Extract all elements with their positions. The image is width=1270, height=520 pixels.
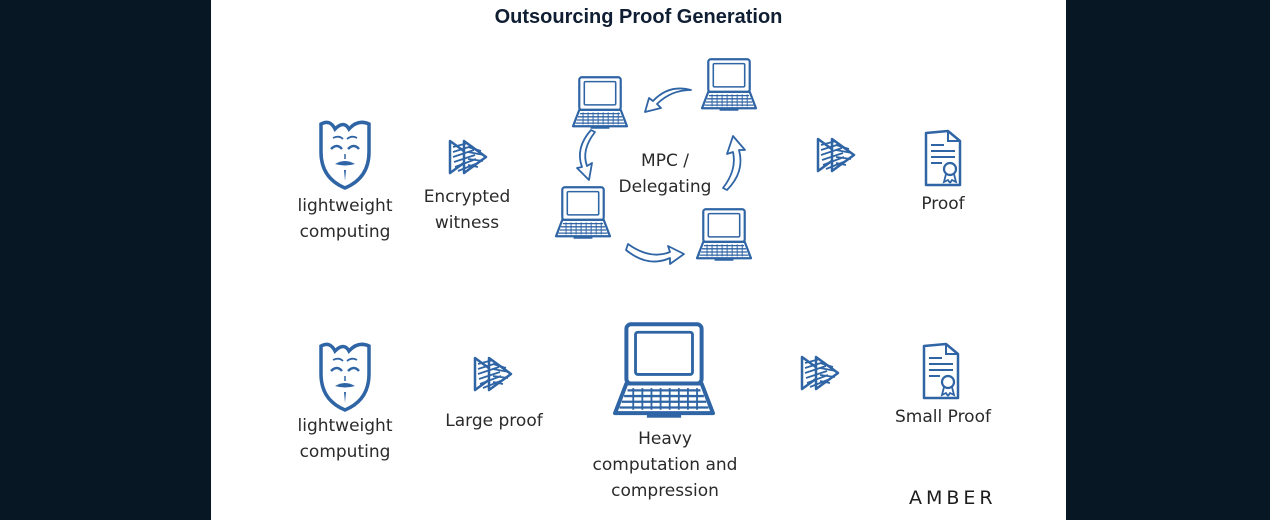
laptop-icon bbox=[554, 186, 612, 240]
certificate-icon bbox=[924, 129, 962, 187]
row2-process-label: Heavy computation and compression bbox=[592, 429, 738, 501]
laptop-icon bbox=[571, 76, 629, 130]
slide-card: Outsourcing Proof Generation lightweight… bbox=[211, 0, 1066, 520]
slide-title: Outsourcing Proof Generation bbox=[494, 6, 783, 28]
row2-output-label: Small Proof bbox=[895, 407, 991, 427]
curved-arrow-icon bbox=[722, 135, 746, 191]
curved-arrow-icon bbox=[644, 87, 692, 113]
row1-output-label: Proof bbox=[921, 194, 965, 214]
row1-client-label: lightweight computing bbox=[297, 196, 393, 242]
row1-process-label: MPC / Delegating bbox=[618, 151, 712, 197]
arrow-icon bbox=[473, 356, 513, 392]
certificate-icon bbox=[922, 342, 960, 400]
curved-arrow-icon bbox=[576, 129, 596, 181]
laptop-icon bbox=[700, 58, 758, 112]
mask-icon bbox=[319, 342, 371, 412]
arrow-icon bbox=[800, 355, 840, 391]
arrow-icon bbox=[816, 137, 856, 173]
arrow-icon bbox=[448, 139, 488, 175]
curved-arrow-icon bbox=[625, 243, 685, 265]
row1-input-label: Encrypted witness bbox=[423, 187, 511, 233]
row2-input-label: Large proof bbox=[445, 411, 543, 431]
laptop-icon bbox=[695, 208, 753, 262]
row2-client-label: lightweight computing bbox=[297, 416, 393, 462]
laptop-icon bbox=[613, 322, 715, 420]
mask-icon bbox=[319, 120, 371, 190]
amber-logo: AMBER bbox=[909, 487, 997, 509]
